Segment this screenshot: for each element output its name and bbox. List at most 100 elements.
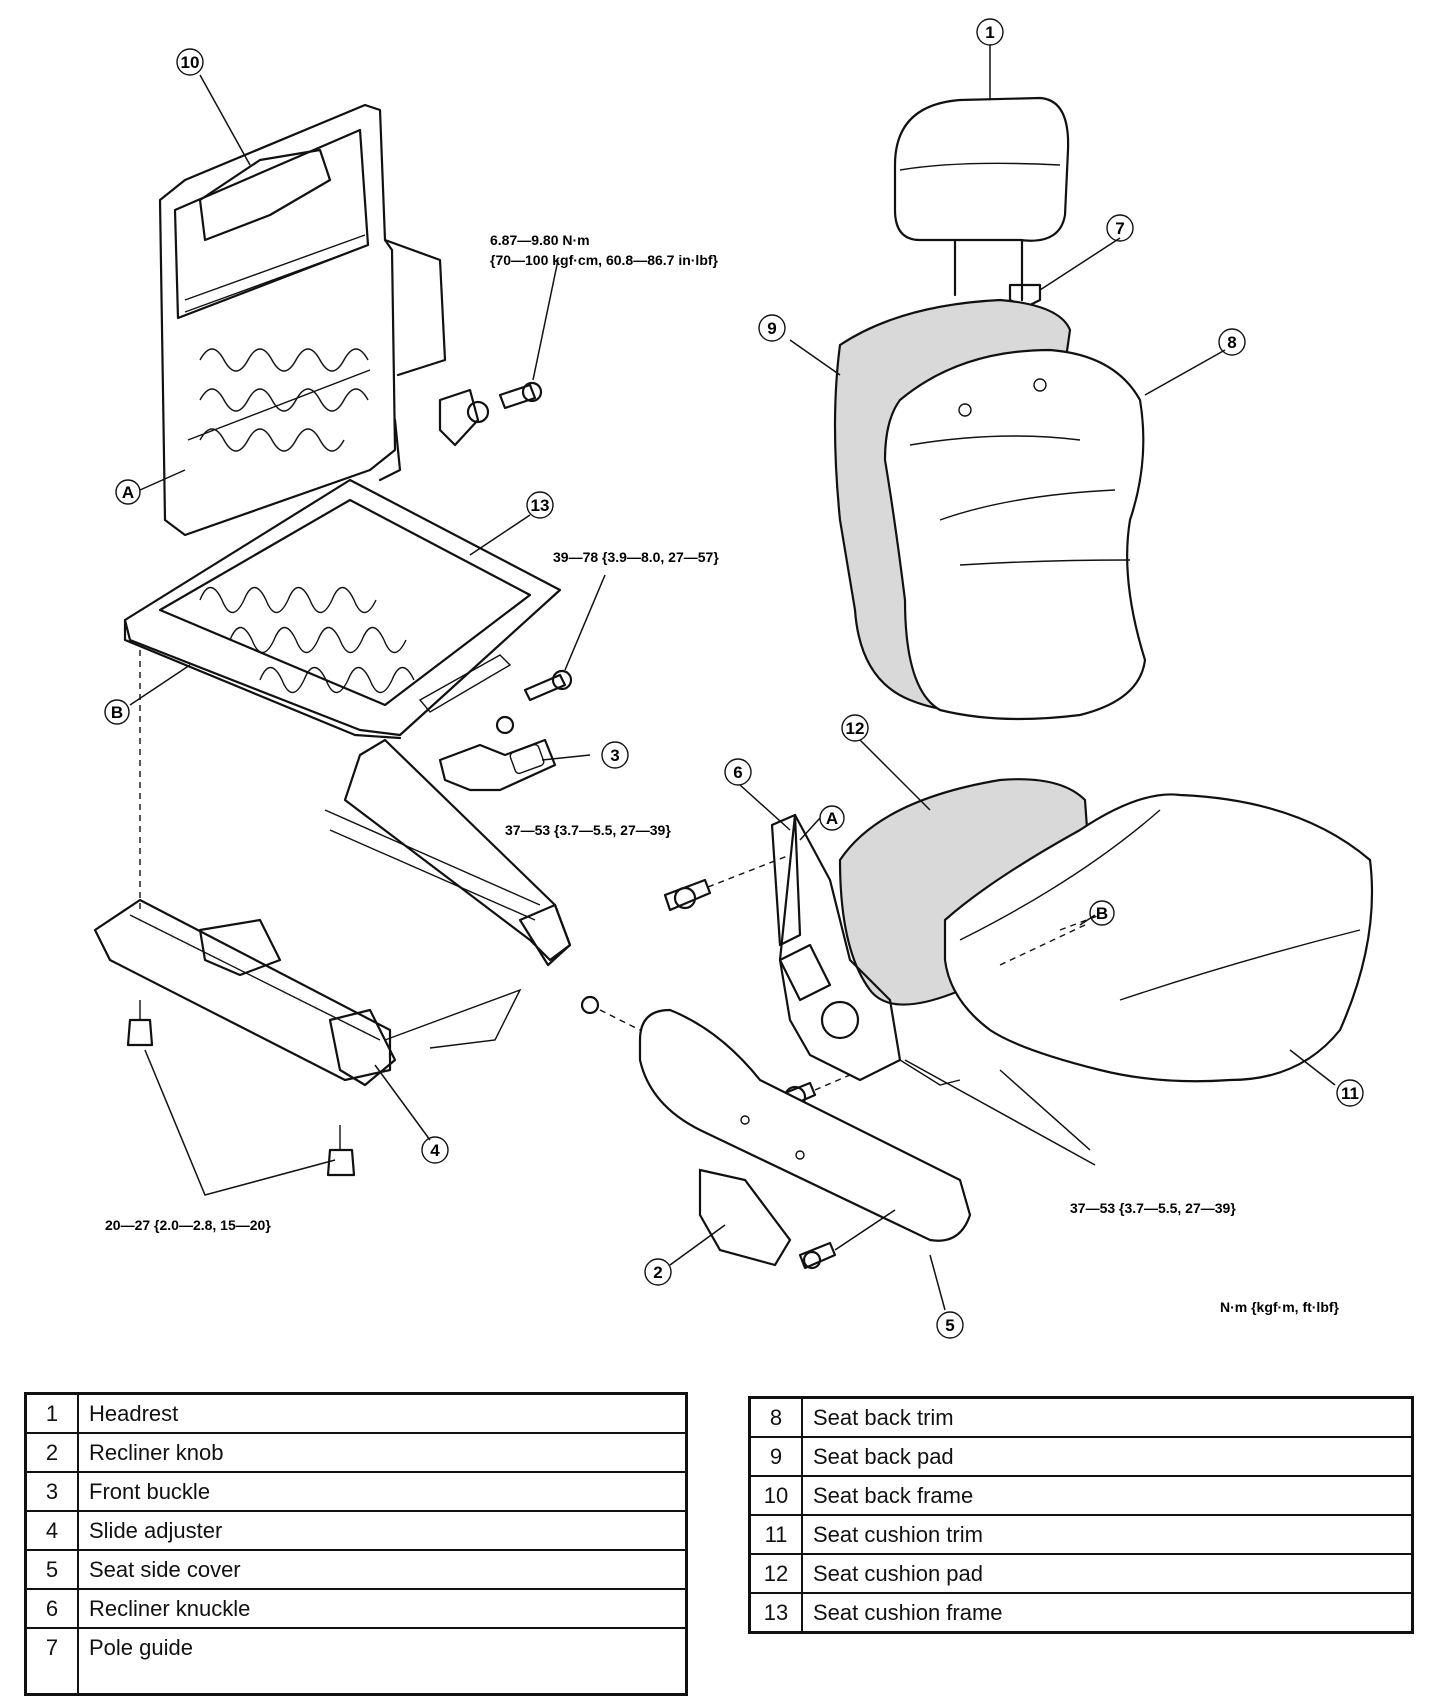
exploded-seat-diagram: 10 1 7 8 9 13 3 12 6 11 4 2 5 A B A B	[93, 18, 1374, 1339]
torque-recliner-line1: 6.87—9.80 N·m	[490, 232, 590, 248]
callout-8-circle	[1218, 328, 1246, 356]
assembly-lines	[599, 914, 1101, 1166]
callout-8: 8	[1227, 333, 1236, 352]
part-number: 1	[24, 1392, 79, 1434]
ref-b-2: B	[1096, 904, 1108, 923]
part-number: 3	[24, 1471, 79, 1512]
seat-back-frame	[158, 103, 447, 537]
part-number: 5	[24, 1549, 79, 1590]
callout-4: 4	[430, 1141, 440, 1160]
recliner-knuckle	[770, 813, 961, 1086]
torque-slide-adjuster: 20—27 {2.0—2.8, 15—20}	[105, 1217, 271, 1233]
part-number: 4	[24, 1510, 79, 1551]
callout-1-circle	[976, 18, 1004, 46]
seat-cushion-trim	[943, 793, 1374, 1083]
torque-recliner-line2: {70—100 kgf·cm, 60.8—86.7 in·lbf}	[490, 252, 719, 268]
seat-back-trim	[883, 348, 1147, 721]
units-note: N·m {kgf·m, ft·lbf}	[1220, 1299, 1340, 1315]
recliner-bracket-bolt	[438, 259, 559, 447]
callout-13: 13	[531, 496, 550, 515]
seat-side-cover	[638, 1008, 972, 1242]
callout-9: 9	[767, 319, 776, 338]
slide-rail-right	[324, 738, 572, 967]
callout-10: 10	[181, 53, 200, 72]
callout-1: 1	[985, 23, 994, 42]
ref-b-circle-1	[104, 699, 130, 725]
callout-10-circle	[176, 48, 204, 76]
callout-4-circle	[421, 1136, 449, 1164]
part-number: 10	[748, 1475, 803, 1516]
torque-knuckle-bottom: 37—53 {3.7—5.5, 27—39}	[1070, 1200, 1236, 1216]
part-number: 2	[24, 1432, 79, 1473]
callout-5: 5	[945, 1316, 954, 1335]
part-number: 11	[748, 1514, 803, 1555]
part-name: Seat back frame	[801, 1475, 1414, 1516]
callout-11-circle	[1336, 1079, 1364, 1107]
torque-knuckle-top: 37—53 {3.7—5.5, 27—39}	[505, 822, 671, 838]
callout-7-circle	[1106, 214, 1134, 242]
callout-6-circle	[724, 758, 752, 786]
ref-a-circle-1	[115, 479, 141, 505]
part-name: Front buckle	[77, 1471, 688, 1512]
callout-2-circle	[644, 1258, 672, 1286]
side-cover-screw	[580, 995, 896, 1270]
part-number: 9	[748, 1436, 803, 1477]
recliner-knob	[698, 1168, 792, 1267]
ref-b-circle-2	[1089, 900, 1115, 926]
reference-marks: A B A B	[104, 479, 1115, 926]
part-name: Seat cushion frame	[801, 1592, 1414, 1634]
callout-6: 6	[733, 763, 742, 782]
callout-11: 11	[1341, 1084, 1359, 1103]
part-name: Seat cushion pad	[801, 1553, 1414, 1594]
callout-12: 12	[846, 719, 865, 738]
part-name: Seat cushion trim	[801, 1514, 1414, 1555]
seat-cushion-frame	[123, 478, 562, 740]
callout-12-circle	[841, 714, 869, 742]
ref-b-1: B	[111, 703, 123, 722]
part-number: 8	[748, 1396, 803, 1438]
part-number: 7	[24, 1627, 79, 1696]
callout-9-circle	[758, 314, 786, 342]
part-name: Pole guide	[77, 1627, 688, 1696]
callout-3: 3	[610, 746, 619, 765]
callout-leaders	[129, 45, 1336, 1311]
part-name: Headrest	[77, 1392, 688, 1434]
torque-cushion-frame: 39—78 {3.9—8.0, 27—57}	[553, 549, 719, 565]
callout-13-circle	[526, 491, 554, 519]
part-name: Seat side cover	[77, 1549, 688, 1590]
part-number: 13	[748, 1592, 803, 1634]
part-name: Recliner knob	[77, 1432, 688, 1473]
part-name: Slide adjuster	[77, 1510, 688, 1551]
headrest	[893, 96, 1070, 302]
ref-a-circle-2	[819, 805, 845, 831]
torque-specs: 6.87—9.80 N·m {70—100 kgf·cm, 60.8—86.7 …	[105, 232, 1340, 1315]
callout-2: 2	[653, 1263, 662, 1282]
part-name: Recliner knuckle	[77, 1588, 688, 1629]
part-number: 6	[24, 1588, 79, 1629]
callout-3-circle	[601, 741, 629, 769]
ref-a-2: A	[826, 809, 838, 828]
part-name: Seat back pad	[801, 1436, 1414, 1477]
part-name: Seat back trim	[801, 1396, 1414, 1438]
ref-a-1: A	[122, 483, 134, 502]
part-number: 12	[748, 1553, 803, 1594]
adjuster-bolts	[126, 1000, 356, 1196]
front-buckle	[438, 738, 591, 792]
callout-circles: 10 1 7 8 9 13 3 12 6 11 4 2 5	[176, 18, 1364, 1339]
cushion-frame-bolt	[495, 574, 606, 735]
